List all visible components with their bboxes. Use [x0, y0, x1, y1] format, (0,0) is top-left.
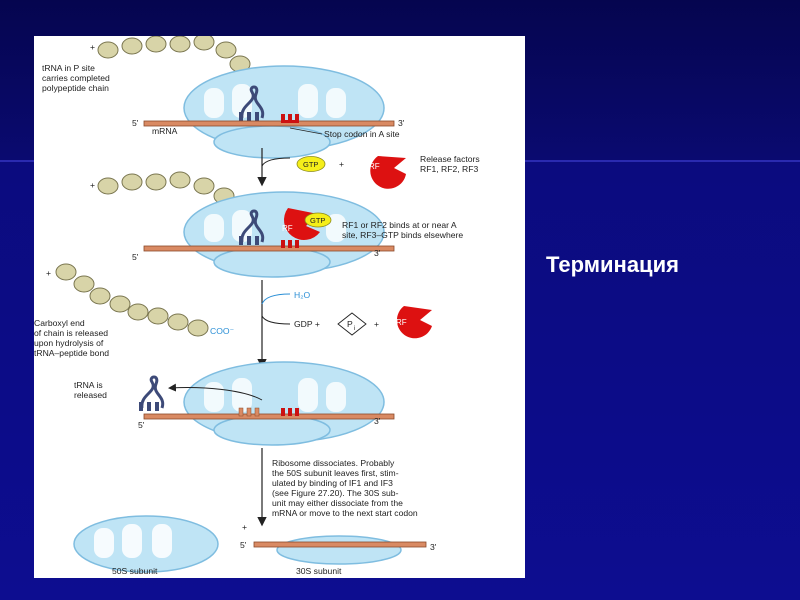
- amino-acid-bead: [194, 36, 214, 50]
- release-factor-1: [370, 156, 406, 189]
- stop-codon-1: [281, 114, 299, 123]
- carboxyl-label-line4: tRNA–peptide bond: [34, 348, 109, 358]
- amino-acid-bead: [110, 296, 130, 312]
- mrna-strand-5: [254, 542, 426, 547]
- amino-acid-bead: [194, 178, 214, 194]
- amino-acid-bead: [170, 36, 190, 52]
- pi-label: P: [347, 319, 353, 329]
- step1-trna-label-line1: tRNA in P site: [42, 63, 95, 73]
- step1-plus: +: [90, 42, 95, 52]
- step4-group: tRNA is released 5' 3': [74, 362, 394, 445]
- amino-acid-bead: [188, 320, 208, 336]
- pi-subscript: i: [354, 326, 355, 332]
- dissociation-line2: the 50S subunit leaves first, stim-: [272, 468, 399, 478]
- step1-trna-label-line3: polypeptide chain: [42, 83, 109, 93]
- gtp-label: GTP: [303, 160, 318, 169]
- amino-acid-bead: [90, 288, 110, 304]
- coo-label: COO⁻: [210, 326, 235, 336]
- step2-three-prime: 3': [374, 248, 381, 258]
- step2-plus-1: +: [339, 159, 344, 169]
- step-arrow-2: [262, 280, 290, 366]
- slide-title: Терминация: [546, 252, 679, 278]
- trna-released-line1: tRNA is: [74, 380, 103, 390]
- dissociation-line3: ulated by binding of IF1 and IF3: [272, 478, 393, 488]
- amino-acid-bead: [168, 314, 188, 330]
- amino-acid-bead: [146, 36, 166, 52]
- step1-trna-label-line2: carries completed: [42, 73, 110, 83]
- amino-acid-bead: [146, 174, 166, 190]
- step1-group: + tRNA in P site carries completed polyp…: [42, 36, 405, 158]
- step4-three-prime: 3': [374, 416, 381, 426]
- amino-acid-bead: [98, 178, 118, 194]
- step3-group: + COO⁻ H₂O GDP + P i + RF Carboxyl end o…: [34, 264, 432, 358]
- step4-five-prime: 5': [138, 420, 145, 430]
- gtp-label-2: GTP: [310, 216, 325, 225]
- step1-mrna-label: mRNA: [152, 126, 178, 136]
- amino-acid-bead: [122, 174, 142, 190]
- amino-acid-bead: [122, 38, 142, 54]
- binding-label-line1: RF1 or RF2 binds at or near A: [342, 220, 457, 230]
- stop-codon-2: [281, 240, 299, 248]
- dissociation-line4: (see Figure 27.20). The 30S sub-: [272, 488, 399, 498]
- step2-chain-plus: +: [90, 180, 95, 190]
- rf-label-3: RF: [396, 318, 407, 327]
- rf-label-1: RF: [369, 162, 380, 171]
- step5-group: Ribosome dissociates. Probably the 50S s…: [74, 458, 437, 576]
- rf-label-2: RF: [282, 224, 293, 233]
- amino-acid-bead: [98, 42, 118, 58]
- step2-five-prime: 5': [132, 252, 139, 262]
- carboxyl-label-line2: of chain is released: [34, 328, 108, 338]
- mrna-strand-2: [144, 246, 394, 251]
- amino-acid-bead: [216, 42, 236, 58]
- mrna-strand-4: [144, 414, 394, 419]
- binding-label-line2: site, RF3–GTP binds elsewhere: [342, 230, 463, 240]
- ribosome-4: [184, 362, 384, 445]
- carboxyl-label-line1: Carboxyl end: [34, 318, 85, 328]
- release-factors-label-line1: Release factors: [420, 154, 480, 164]
- release-factors-label-line2: RF1, RF2, RF3: [420, 164, 478, 174]
- dissociation-line6: mRNA or move to the next start codon: [272, 508, 418, 518]
- step5-plus: +: [242, 522, 247, 532]
- termination-figure: + tRNA in P site carries completed polyp…: [34, 36, 525, 578]
- amino-acid-bead: [128, 304, 148, 320]
- carboxyl-label-line3: upon hydrolysis of: [34, 338, 104, 348]
- label-30s-subunit: 30S subunit: [296, 566, 342, 576]
- step3-plus: +: [46, 268, 51, 278]
- subunit-50s: [74, 516, 218, 572]
- gdp-label: GDP +: [294, 319, 320, 329]
- figure-svg: + tRNA in P site carries completed polyp…: [34, 36, 525, 578]
- ribosome-1: [184, 66, 384, 158]
- step5-three-prime: 3': [430, 542, 437, 552]
- step1-five-prime: 5': [132, 118, 139, 128]
- water-label: H₂O: [294, 290, 311, 300]
- step1-stop-codon-label: Stop codon in A site: [324, 129, 400, 139]
- trna-released-line2: released: [74, 390, 107, 400]
- label-50s-subunit: 50S subunit: [112, 566, 158, 576]
- step2-group: GTP + RF Release factors RF1, RF2, RF3 +…: [90, 154, 480, 277]
- amino-acid-bead: [74, 276, 94, 292]
- amino-acid-bead: [170, 172, 190, 188]
- step3-plus-rf: +: [374, 319, 379, 329]
- dissociation-line1: Ribosome dissociates. Probably: [272, 458, 395, 468]
- mrna-strand-1: [144, 121, 394, 126]
- amino-acid-bead: [56, 264, 76, 280]
- trna-released: [139, 377, 163, 411]
- step5-five-prime: 5': [240, 540, 247, 550]
- amino-acid-bead: [148, 308, 168, 324]
- dissociation-line5: unit may either dissociate from the: [272, 498, 403, 508]
- step1-three-prime: 3': [398, 118, 405, 128]
- subunit-30s: [277, 536, 401, 564]
